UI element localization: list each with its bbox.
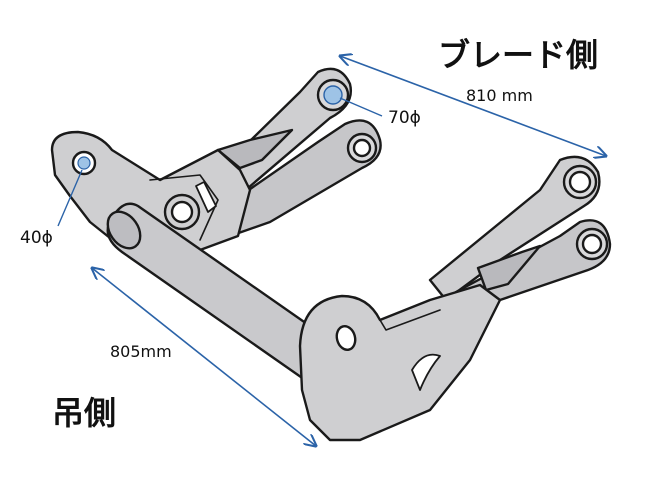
right-arm-rib	[476, 244, 542, 292]
right-plate-slot	[411, 353, 441, 391]
lower-pin-hole-left	[352, 138, 372, 158]
right-side-plate	[298, 283, 502, 442]
right-plate-step	[379, 309, 441, 331]
dim-805-line	[92, 268, 316, 446]
hanger-pin-highlight	[77, 156, 91, 170]
pin-40-leader	[57, 169, 83, 227]
left-arm-rib	[216, 128, 294, 170]
right-plate-hole	[335, 324, 357, 352]
dim-805-text: 805mm	[110, 342, 172, 361]
lower-pin-hole-right	[581, 233, 603, 255]
bolt-clip	[195, 181, 217, 213]
blade-pin-hole-right	[568, 170, 592, 194]
left-boss-hole	[170, 200, 194, 224]
pin-70-text: 70ϕ	[388, 108, 421, 128]
left-plate-inner-edge	[149, 174, 219, 241]
pin-40-text: 40ϕ	[20, 228, 53, 248]
hanger-side-label: 吊側	[52, 394, 117, 432]
blade-side-label: ブレード側	[438, 36, 599, 74]
dim-810-line	[340, 56, 606, 156]
pin-70-leader	[339, 97, 383, 117]
blade-pin-hole-left	[323, 85, 343, 105]
dim-810-text: 810 mm	[466, 86, 533, 105]
cross-tube-end	[106, 210, 142, 250]
